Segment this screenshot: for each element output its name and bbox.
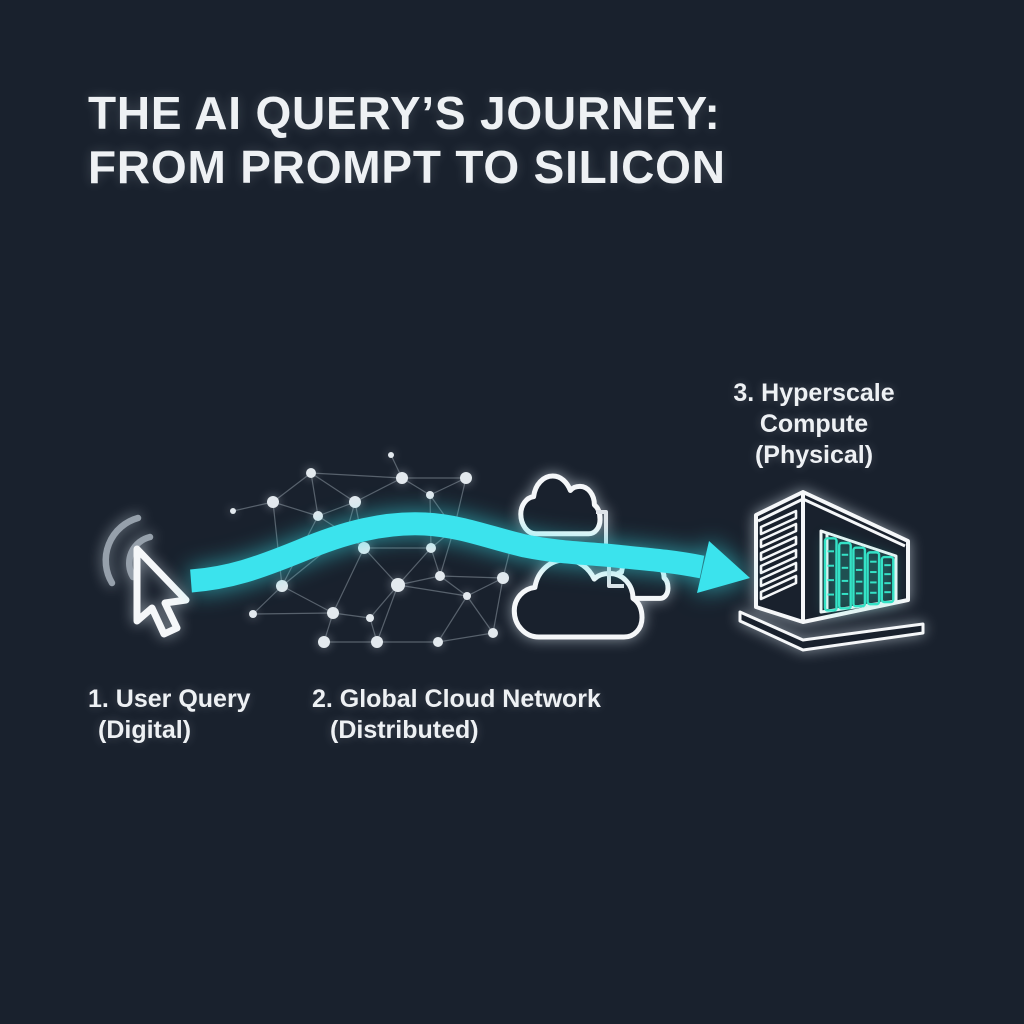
cloud-link-connector-bottom bbox=[607, 564, 624, 588]
network-node bbox=[276, 580, 288, 592]
network-node bbox=[371, 636, 383, 648]
click-ripple-outer bbox=[102, 514, 142, 587]
network-node bbox=[388, 452, 394, 458]
step3-label-line2: Compute bbox=[759, 410, 869, 438]
network-node bbox=[435, 571, 445, 581]
network-edge bbox=[354, 477, 403, 503]
title-line-1: THE AI QUERY’S JOURNEY: bbox=[88, 87, 721, 139]
step-label-cloud-network: 2. Global Cloud Network (Distributed) bbox=[312, 684, 601, 746]
step-label-user-query: 1. User Query (Digital) bbox=[88, 684, 251, 746]
network-node bbox=[433, 637, 443, 647]
network-edge bbox=[252, 585, 283, 615]
vent-slat bbox=[759, 548, 798, 575]
network-edge bbox=[369, 584, 399, 619]
network-edge bbox=[397, 584, 468, 597]
data-center-building-icon bbox=[738, 490, 925, 652]
network-nodes-icon bbox=[230, 452, 515, 648]
step3-sublabel: (Physical) bbox=[754, 441, 874, 469]
vent-slat bbox=[759, 561, 798, 588]
network-edge bbox=[437, 595, 468, 643]
step1-sublabel: (Digital) bbox=[98, 716, 192, 744]
step3-label-line1: 3. Hyperscale bbox=[733, 379, 895, 407]
network-node bbox=[426, 543, 436, 553]
network-edge bbox=[437, 632, 494, 643]
network-node bbox=[327, 607, 339, 619]
server-rack bbox=[866, 551, 881, 606]
server-rack bbox=[823, 537, 838, 612]
network-node bbox=[318, 636, 330, 648]
cloud-upper-icon bbox=[521, 476, 600, 534]
click-ripple-inner bbox=[126, 533, 154, 581]
network-edge bbox=[466, 577, 504, 597]
network-edge bbox=[332, 547, 365, 614]
network-edge bbox=[272, 501, 283, 587]
network-node bbox=[267, 496, 279, 508]
network-edge bbox=[332, 612, 371, 619]
network-edge bbox=[439, 575, 468, 597]
network-node bbox=[396, 472, 408, 484]
building-base-platform bbox=[738, 610, 925, 652]
network-edge bbox=[310, 472, 403, 479]
network-node bbox=[497, 572, 509, 584]
network-edge bbox=[492, 577, 504, 634]
query-flow-arrow bbox=[190, 512, 750, 593]
network-edge bbox=[466, 595, 494, 634]
network-edge bbox=[232, 501, 274, 512]
network-edge bbox=[281, 585, 334, 614]
step1-label: 1. User Query bbox=[88, 685, 251, 713]
building-roof-line bbox=[757, 497, 906, 548]
network-node bbox=[488, 628, 498, 638]
network-node bbox=[313, 511, 323, 521]
network-node bbox=[391, 578, 405, 592]
page-title: THE AI QUERY’S JOURNEY: FROM PROMPT TO S… bbox=[88, 86, 726, 195]
network-edge bbox=[317, 501, 356, 517]
network-edge bbox=[363, 547, 399, 586]
vent-slat bbox=[759, 535, 798, 562]
network-node bbox=[366, 614, 374, 622]
network-node bbox=[306, 468, 316, 478]
network-edge bbox=[310, 472, 356, 503]
network-edge bbox=[439, 575, 504, 579]
network-node bbox=[463, 592, 471, 600]
vent-panel bbox=[759, 509, 798, 601]
network-node bbox=[460, 472, 472, 484]
title-line-2: FROM PROMPT TO SILICON bbox=[88, 141, 726, 194]
network-node bbox=[249, 610, 257, 618]
vent-slat bbox=[759, 574, 798, 601]
network-edge bbox=[429, 477, 467, 496]
cloud-link-connector-top bbox=[596, 510, 608, 548]
arrowhead-icon bbox=[697, 541, 750, 593]
server-rack bbox=[852, 546, 867, 608]
network-node bbox=[230, 508, 236, 514]
mouse-pointer-icon bbox=[133, 545, 190, 638]
network-edge bbox=[376, 584, 399, 643]
server-racks-icon bbox=[823, 537, 895, 612]
network-node bbox=[349, 496, 361, 508]
flow-ribbon bbox=[190, 512, 705, 593]
cursor-click-icon bbox=[102, 514, 190, 638]
step2-sublabel: (Distributed) bbox=[330, 716, 479, 744]
server-rack bbox=[838, 541, 852, 610]
network-edges bbox=[232, 454, 512, 643]
network-node bbox=[358, 542, 370, 554]
server-hall-panel bbox=[819, 529, 898, 614]
network-edge bbox=[252, 612, 334, 615]
network-edge bbox=[272, 501, 319, 517]
step-label-hyperscale-compute: 3. Hyperscale Compute (Physical) bbox=[704, 378, 924, 471]
network-edge bbox=[272, 472, 312, 503]
cloud-network-icon bbox=[514, 476, 668, 637]
network-edge bbox=[310, 472, 319, 517]
network-edge bbox=[397, 575, 441, 586]
vent-slat bbox=[759, 522, 798, 549]
network-edge bbox=[397, 547, 432, 586]
server-rack bbox=[880, 555, 895, 604]
step2-label: 2. Global Cloud Network bbox=[312, 685, 601, 713]
network-node bbox=[426, 491, 434, 499]
vent-slat bbox=[759, 509, 798, 536]
